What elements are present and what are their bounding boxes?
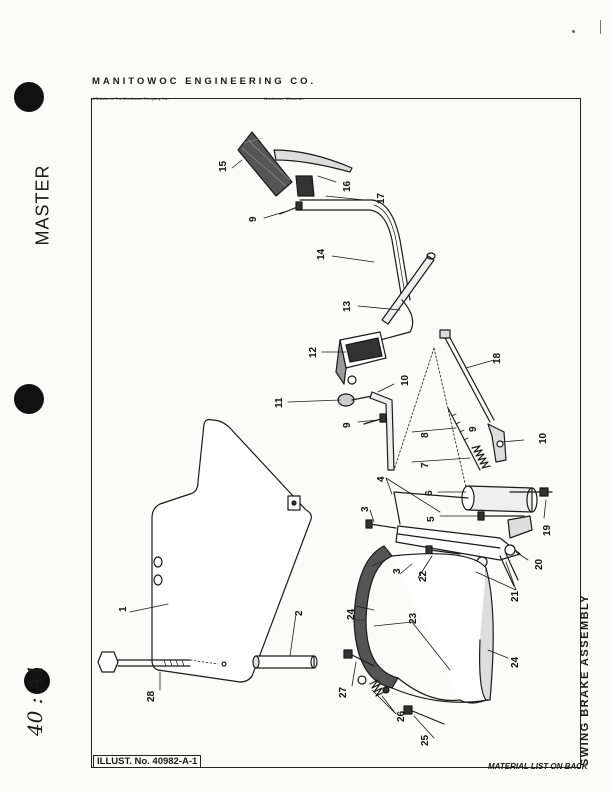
edge-mark bbox=[600, 20, 601, 34]
drawing-frame bbox=[91, 98, 581, 768]
clevis-10-right bbox=[487, 423, 507, 463]
linkage-20 bbox=[395, 515, 533, 561]
pin-27 bbox=[343, 649, 375, 667]
callout-24-left: 24 bbox=[346, 608, 357, 620]
material-list-note: MATERIAL LIST ON BACK bbox=[488, 762, 588, 771]
alignment-line bbox=[393, 347, 469, 497]
brake-band bbox=[353, 545, 494, 704]
bolt-25 bbox=[403, 705, 445, 725]
cross-shaft bbox=[381, 252, 436, 325]
callout-9-right: 9 bbox=[468, 426, 479, 432]
callout-1: 1 bbox=[118, 606, 129, 612]
callout-22: 22 bbox=[418, 570, 429, 582]
callout-6: 6 bbox=[424, 490, 435, 496]
rod-2 bbox=[252, 655, 318, 669]
callout-26: 26 bbox=[396, 710, 407, 722]
company-name: MANITOWOC ENGINEERING CO. bbox=[92, 76, 317, 87]
bolt-28 bbox=[97, 651, 219, 673]
punch-hole-middle bbox=[14, 384, 44, 414]
assembly-title: SWING BRAKE ASSEMBLY bbox=[579, 593, 591, 767]
callout-10-left: 10 bbox=[400, 374, 411, 386]
cover-plate bbox=[151, 418, 312, 683]
callout-13: 13 bbox=[342, 300, 353, 312]
spring-7 bbox=[471, 445, 491, 469]
arm-connector bbox=[379, 299, 414, 341]
callout-24-right: 24 bbox=[510, 656, 521, 668]
pedal-pad bbox=[237, 131, 293, 197]
callout-14: 14 bbox=[316, 248, 327, 260]
callout-18: 18 bbox=[492, 352, 503, 364]
spring-set-26 bbox=[357, 675, 390, 697]
callout-19: 19 bbox=[542, 524, 553, 536]
rod-19 bbox=[509, 487, 553, 497]
punch-hole-top bbox=[14, 82, 44, 112]
callout-3-top: 3 bbox=[360, 506, 371, 512]
callout-27: 27 bbox=[338, 686, 349, 698]
callout-2: 2 bbox=[294, 610, 305, 616]
roller-11 bbox=[337, 393, 373, 407]
callout-5: 5 bbox=[426, 516, 437, 522]
punch-hole-bottom bbox=[24, 668, 50, 694]
pedal-arm bbox=[297, 199, 411, 301]
cylinder-6 bbox=[461, 485, 538, 513]
speck bbox=[572, 30, 575, 33]
callout-23: 23 bbox=[408, 612, 419, 624]
threaded-rod-8 bbox=[447, 407, 481, 471]
bar-4 bbox=[393, 491, 469, 525]
illustration-number: ILLUST. No. 40982-A-1 bbox=[93, 755, 202, 768]
callout-9-middle: 9 bbox=[342, 422, 353, 428]
callout-17: 17 bbox=[376, 192, 387, 204]
pedal-bracket bbox=[295, 175, 315, 197]
clevis-10-left bbox=[369, 391, 395, 471]
callout-11: 11 bbox=[274, 397, 285, 408]
callout-16: 16 bbox=[342, 180, 353, 192]
callout-20: 20 bbox=[534, 558, 545, 570]
pin-3-top bbox=[365, 519, 397, 529]
callout-9-top: 9 bbox=[248, 216, 259, 222]
callout-7: 7 bbox=[420, 462, 431, 468]
leaders bbox=[129, 159, 547, 739]
lever-block bbox=[335, 331, 387, 385]
pedal-lever bbox=[273, 149, 353, 173]
callout-12: 12 bbox=[308, 346, 319, 358]
callout-3-lower: 3 bbox=[392, 568, 403, 574]
callout-4: 4 bbox=[376, 476, 387, 482]
callout-28: 28 bbox=[146, 690, 157, 702]
lead-line-24 bbox=[355, 605, 509, 659]
callout-8: 8 bbox=[420, 432, 431, 438]
bolt-9-middle bbox=[363, 413, 387, 425]
callout-10-right: 10 bbox=[538, 432, 549, 444]
callout-25: 25 bbox=[420, 734, 431, 746]
callout-21: 21 bbox=[510, 590, 521, 602]
lead-line-23 bbox=[373, 621, 451, 671]
callout-15: 15 bbox=[218, 160, 229, 172]
rod-18 bbox=[439, 329, 495, 423]
